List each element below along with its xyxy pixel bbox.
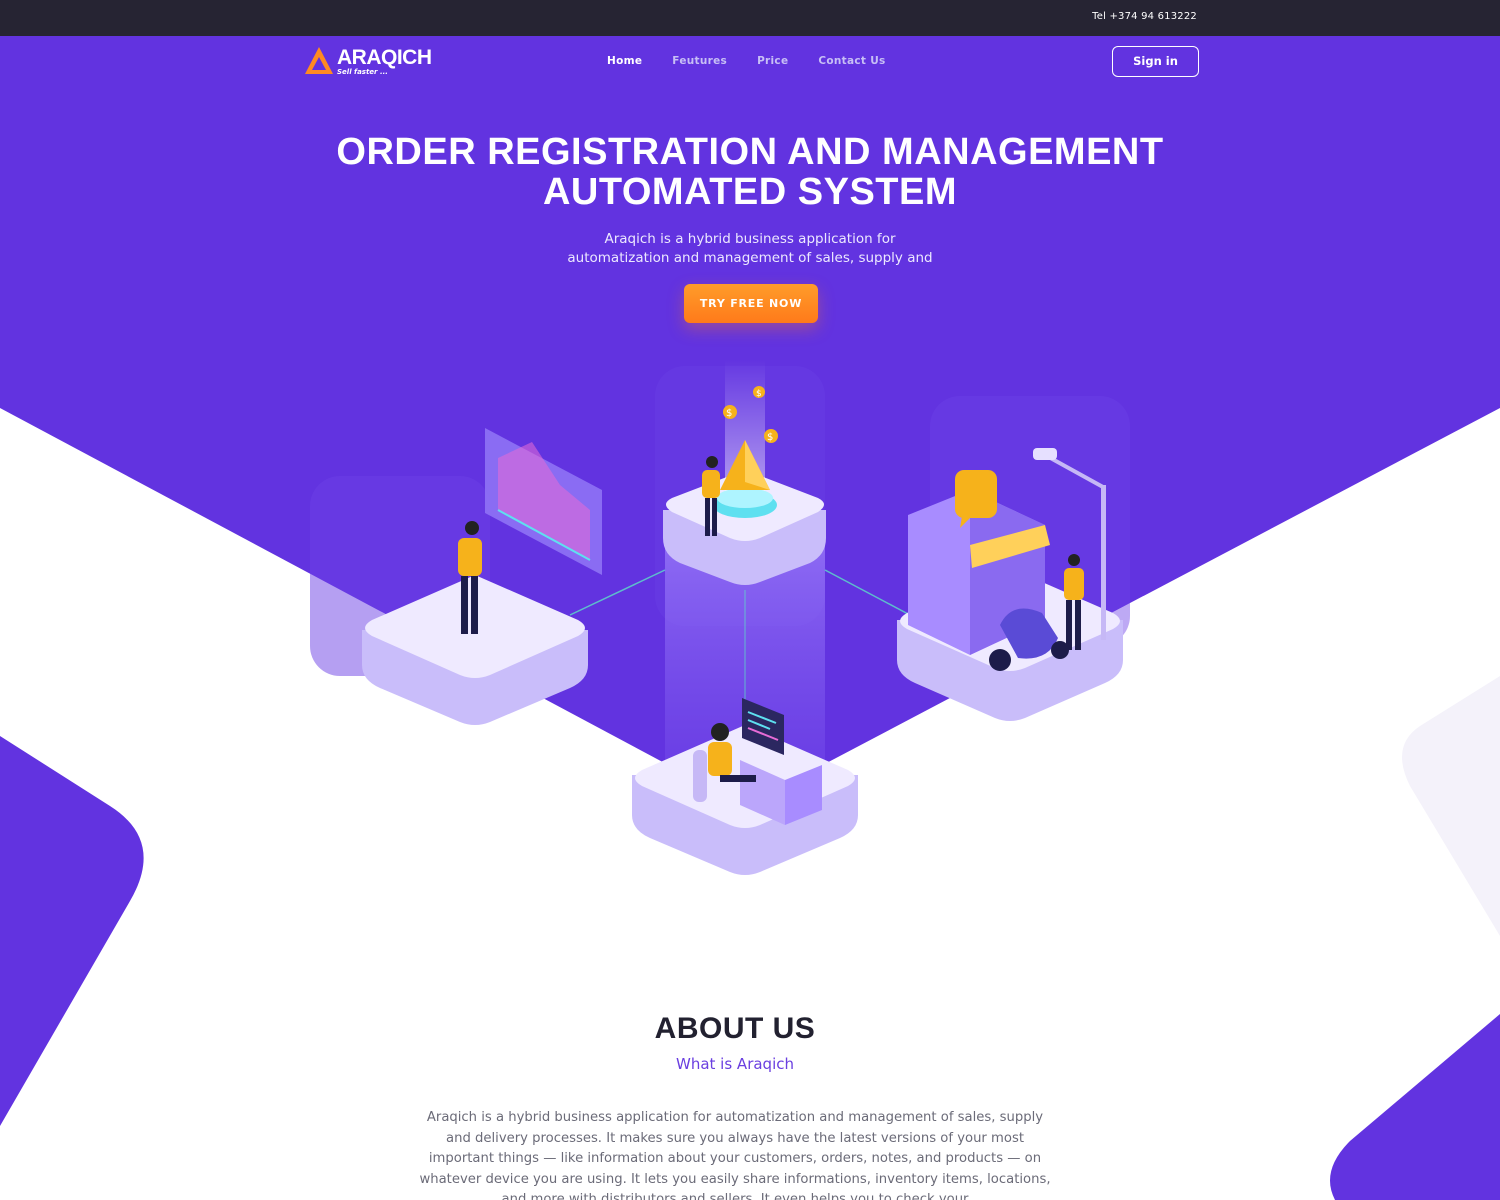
dollar-icon: $ — [753, 386, 765, 399]
computer-monitor-icon — [742, 698, 784, 755]
street-lamp-icon — [1033, 448, 1106, 640]
sign-in-button[interactable]: Sign in — [1112, 46, 1199, 77]
platform-left — [362, 428, 602, 725]
brand-name: ARAQICH — [337, 46, 432, 69]
about-body: Araqich is a hybrid business application… — [419, 1110, 1051, 1200]
hero-subtitle: Araqich is a hybrid business application… — [500, 230, 1000, 268]
dollar-icon: $ — [723, 405, 737, 419]
about-title: ABOUT US — [654, 1012, 816, 1045]
svg-text:$: $ — [726, 408, 732, 419]
dollar-icon: $ — [764, 429, 778, 443]
brand-logo[interactable]: ARAQICH Sell faster ... — [304, 44, 444, 78]
logo-icon — [305, 47, 333, 74]
top-bar: Tel +374 94 613222 — [0, 0, 1500, 36]
hero-subtitle-line2: automatization and management of sales, … — [567, 250, 933, 266]
platform-right — [897, 448, 1123, 721]
hero-illustration: $ $ $ — [362, 360, 1123, 875]
nav-home[interactable]: Home — [607, 55, 643, 67]
platform-top: $ $ $ — [663, 360, 826, 585]
hero-subtitle-line1: Araqich is a hybrid business application… — [604, 231, 896, 247]
hero-title: ORDER REGISTRATION AND MANAGEMENT AUTOMA… — [250, 132, 1250, 212]
svg-text:$: $ — [767, 432, 773, 443]
platform-bottom — [632, 698, 858, 875]
about-subtitle: What is Araqich — [676, 1055, 794, 1073]
chart-screen-icon — [485, 428, 602, 575]
main-nav: Home Feutures Price Contact Us — [592, 55, 901, 71]
nav-price[interactable]: Price — [757, 55, 789, 67]
try-free-button[interactable]: TRY FREE NOW — [684, 284, 818, 323]
svg-text:$: $ — [756, 389, 762, 399]
brand-tagline: Sell faster ... — [337, 68, 388, 76]
hero-title-line2: AUTOMATED SYSTEM — [542, 171, 958, 213]
chat-bubble-icon — [955, 470, 997, 528]
nav-contact[interactable]: Contact Us — [818, 55, 886, 67]
nav-features[interactable]: Feutures — [672, 55, 728, 67]
hero-title-line1: ORDER REGISTRATION AND MANAGEMENT — [336, 131, 1164, 173]
scooter-icon — [989, 608, 1069, 671]
phone-number[interactable]: Tel +374 94 613222 — [1092, 11, 1197, 22]
